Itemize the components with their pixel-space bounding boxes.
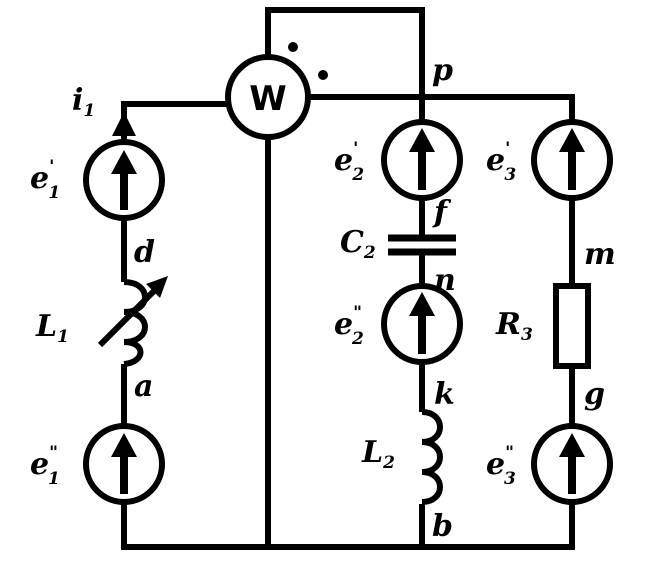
source-e1-prime xyxy=(83,139,165,221)
node-d: d xyxy=(134,235,155,270)
resistor-R3 xyxy=(553,283,591,369)
source-e3-prime xyxy=(531,119,613,201)
source-e2-prime xyxy=(381,119,463,201)
wattmeter: W xyxy=(225,42,328,140)
capacitor-C2 xyxy=(388,234,456,256)
node-labels: p d a f n k b m g xyxy=(134,53,616,544)
inductor-L1 xyxy=(97,276,168,367)
wattmeter-loop-wire xyxy=(265,7,425,107)
label-i1: i1 xyxy=(72,83,95,121)
component-labels: i1 e'1 L1 e"1 e'2 C2 e"2 L2 e'3 xyxy=(30,83,533,489)
node-m: m xyxy=(584,237,616,272)
label-e1-prime: e'1 xyxy=(30,157,60,203)
current-arrow-i1 xyxy=(112,112,136,136)
node-g: g xyxy=(584,377,605,412)
wattmeter-circle xyxy=(225,54,311,140)
wattmeter-polarity-dot-2 xyxy=(318,70,328,80)
label-R3: R3 xyxy=(495,307,533,345)
node-p: p xyxy=(432,53,453,88)
node-n: n xyxy=(434,263,456,298)
node-a: a xyxy=(134,369,153,404)
node-b: b xyxy=(432,509,453,544)
variable-arrow xyxy=(97,282,163,348)
label-e1-double: e"1 xyxy=(30,443,60,489)
label-L2: L2 xyxy=(361,435,395,473)
inductor-L2 xyxy=(410,409,443,505)
wattmeter-polarity-dot-1 xyxy=(288,42,298,52)
label-e3-prime: e'3 xyxy=(486,139,516,185)
label-e2-prime: e'2 xyxy=(334,139,364,185)
label-e2-double: e"2 xyxy=(334,303,364,349)
source-e2-double xyxy=(381,283,463,365)
node-f: f xyxy=(432,195,452,230)
source-e3-double xyxy=(531,423,613,505)
node-k: k xyxy=(434,377,455,412)
source-e1-double xyxy=(83,423,165,505)
wattmeter-label: W xyxy=(249,79,287,119)
label-e3-double: e"3 xyxy=(486,443,516,489)
label-L1: L1 xyxy=(35,309,69,347)
label-C2: C2 xyxy=(340,225,376,263)
left-branch-wire xyxy=(121,101,231,550)
top-right-wire xyxy=(305,94,575,550)
